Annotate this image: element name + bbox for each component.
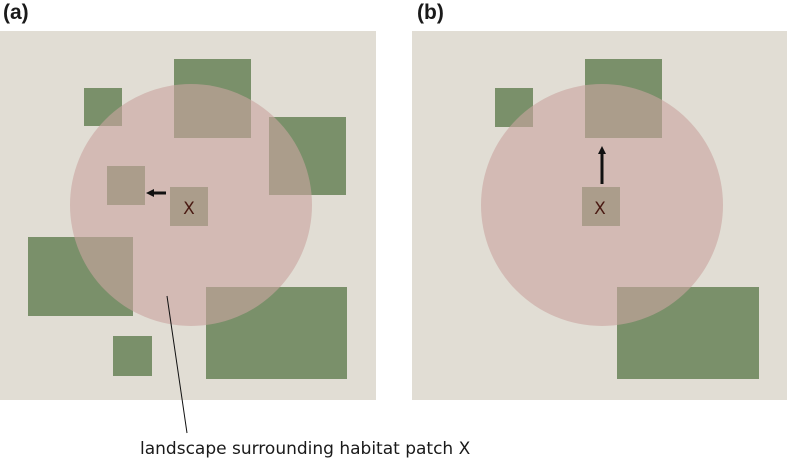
panel-b: X [412, 31, 787, 400]
panel-a-label: (a) [3, 1, 29, 24]
surrounding-landscape-buffer [481, 84, 723, 326]
panel-a: X [0, 31, 376, 434]
focal-patch-x-label: X [183, 199, 195, 219]
figure-caption: landscape surrounding habitat patch X [140, 439, 471, 459]
panel-b-label: (b) [417, 1, 444, 24]
habitat-patch [113, 336, 152, 376]
caption-leader-line [166, 295, 188, 434]
surrounding-landscape-buffer [70, 84, 312, 326]
focal-patch-x-label: X [594, 199, 606, 219]
